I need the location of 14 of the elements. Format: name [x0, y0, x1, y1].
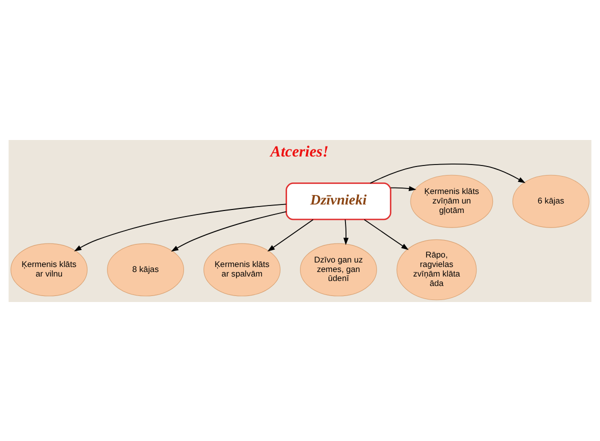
arrow [171, 210, 287, 252]
node-ellipse: Rāpo, ragvielas zvīņām klāta āda [396, 238, 477, 300]
node-ellipse: 8 kājas [107, 242, 184, 296]
arrow [370, 163, 526, 184]
arrow [74, 203, 287, 251]
arrow [267, 218, 314, 251]
node-ellipse: 6 kājas [512, 174, 590, 228]
node-ellipse: Ķermenis klāts zvīņām un gļotām [410, 174, 494, 228]
arrow [364, 218, 409, 250]
diagram-title: Atceries! [270, 142, 329, 160]
arrow [343, 218, 349, 245]
node-box: Dzīvnieki [286, 182, 392, 220]
arrow [390, 186, 416, 191]
node-ellipse: Dzīvo gan uz zemes, gan ūdenī [300, 242, 377, 296]
